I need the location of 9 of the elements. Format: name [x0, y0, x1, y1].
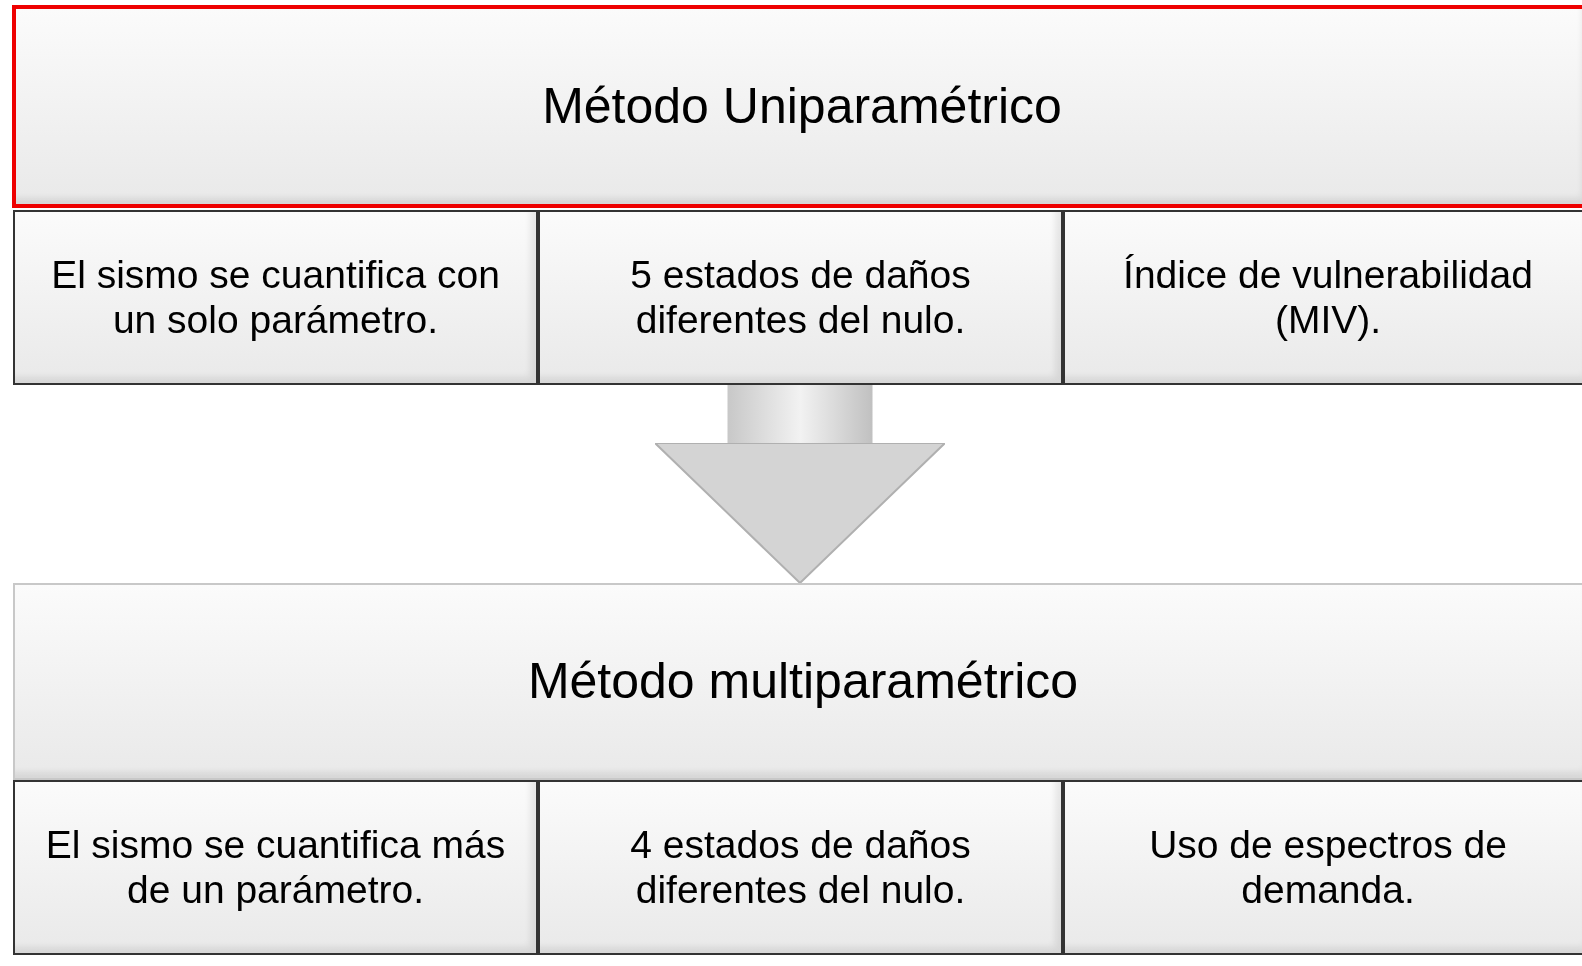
text-box: El sismo se cuantifica con un solo parámetro. [13, 210, 538, 385]
text-box: El sismo se cuantifica más de un parámetro. [13, 780, 538, 955]
block-arrow [654, 385, 946, 584]
header-box: Método multiparamétrico [13, 583, 1582, 780]
text-box: 4 estados de daños diferentes del nulo. [538, 780, 1063, 955]
text-box: 5 estados de daños diferentes del nulo. [538, 210, 1063, 385]
text-box: Uso de espectros de demanda. [1063, 780, 1582, 955]
header-box: Método Uniparamétrico [12, 5, 1582, 208]
text-box: Índice de vulnerabilidad (MIV). [1063, 210, 1582, 385]
